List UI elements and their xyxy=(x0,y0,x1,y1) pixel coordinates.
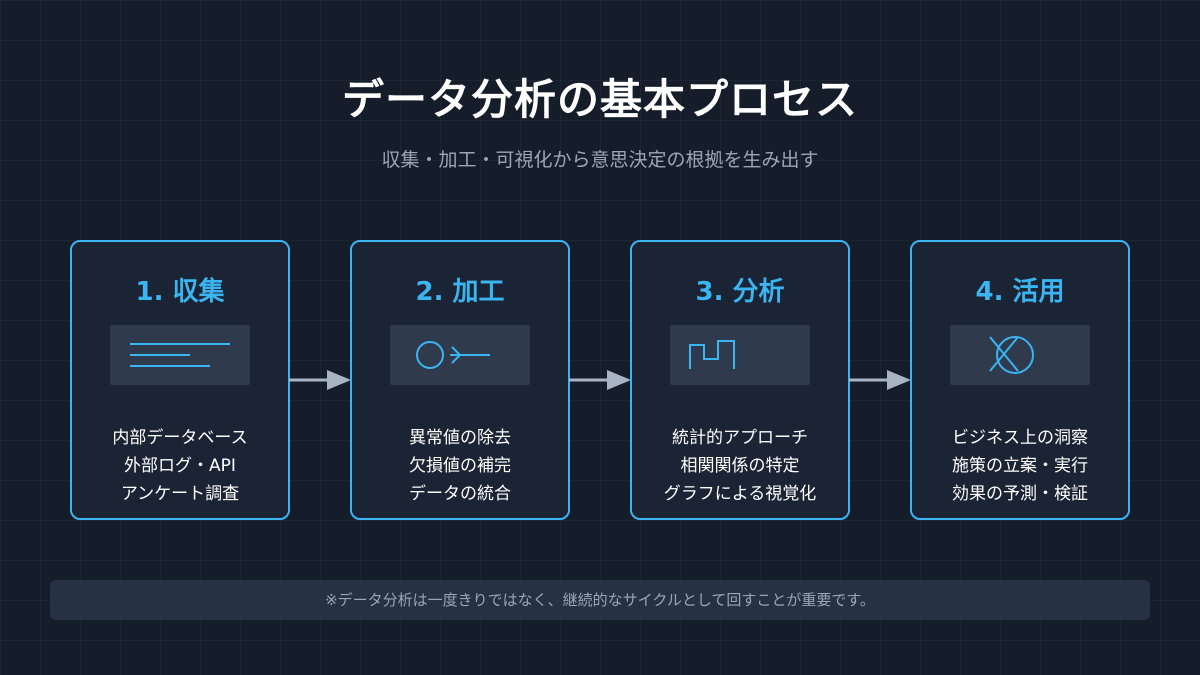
step-description: 異常値の除去 欠損値の補完 データの統合 xyxy=(352,424,568,508)
step-title: 4. 活用 xyxy=(975,277,1065,307)
step-line: ビジネス上の洞察 xyxy=(952,428,1088,448)
step-card-collect: 1. 収集 内部データベース 外部ログ・API アンケート調査 xyxy=(70,240,290,520)
step-title: 1. 収集 xyxy=(135,277,225,307)
step-card-analyze: 3. 分析 統計的アプローチ 相関関係の特定 グラフによる視覚化 xyxy=(630,240,850,520)
step-line: 施策の立案・実行 xyxy=(952,456,1088,476)
step-description: 統計的アプローチ 相関関係の特定 グラフによる視覚化 xyxy=(632,424,848,508)
page-title: データ分析の基本プロセス xyxy=(341,75,858,124)
step-line: 相関関係の特定 xyxy=(680,456,800,476)
step-card-apply: 4. 活用 ビジネス上の洞察 施策の立案・実行 効果の予測・検証 xyxy=(910,240,1130,520)
step-line: 効果の予測・検証 xyxy=(952,484,1088,504)
step-description: ビジネス上の洞察 施策の立案・実行 効果の予測・検証 xyxy=(912,424,1128,508)
step-description: 内部データベース 外部ログ・API アンケート調査 xyxy=(72,424,288,508)
step-line: 欠損値の補完 xyxy=(409,456,511,476)
page-subtitle: 収集・加工・可視化から意思決定の根拠を生み出す xyxy=(381,149,819,171)
arrow-right-icon xyxy=(849,370,911,390)
circle-arrow-icon xyxy=(416,341,490,369)
document-lines-icon xyxy=(130,343,230,367)
step-icon-box xyxy=(670,325,810,385)
arrow-right-icon xyxy=(289,370,351,390)
step-icon-box xyxy=(390,325,530,385)
step-line: 内部データベース xyxy=(112,428,248,448)
step-line: グラフによる視覚化 xyxy=(663,484,817,504)
step-line: データの統合 xyxy=(409,484,511,504)
step-title: 3. 分析 xyxy=(695,277,785,307)
step-line: 異常値の除去 xyxy=(409,428,511,448)
step-wave-icon xyxy=(689,340,735,369)
step-card-process: 2. 加工 異常値の除去 欠損値の補完 データの統合 xyxy=(350,240,570,520)
step-line: アンケート調査 xyxy=(120,484,240,504)
step-title: 2. 加工 xyxy=(415,277,505,307)
crossed-circle-icon xyxy=(989,336,1034,374)
step-line: 統計的アプローチ xyxy=(672,428,808,448)
step-icon-box xyxy=(110,325,250,385)
step-line: 外部ログ・API xyxy=(124,456,236,476)
step-icon-box xyxy=(950,325,1090,385)
arrow-right-icon xyxy=(569,370,631,390)
footnote: ※データ分析は一度きりではなく、継続的なサイクルとして回すことが重要です。 xyxy=(50,580,1150,620)
